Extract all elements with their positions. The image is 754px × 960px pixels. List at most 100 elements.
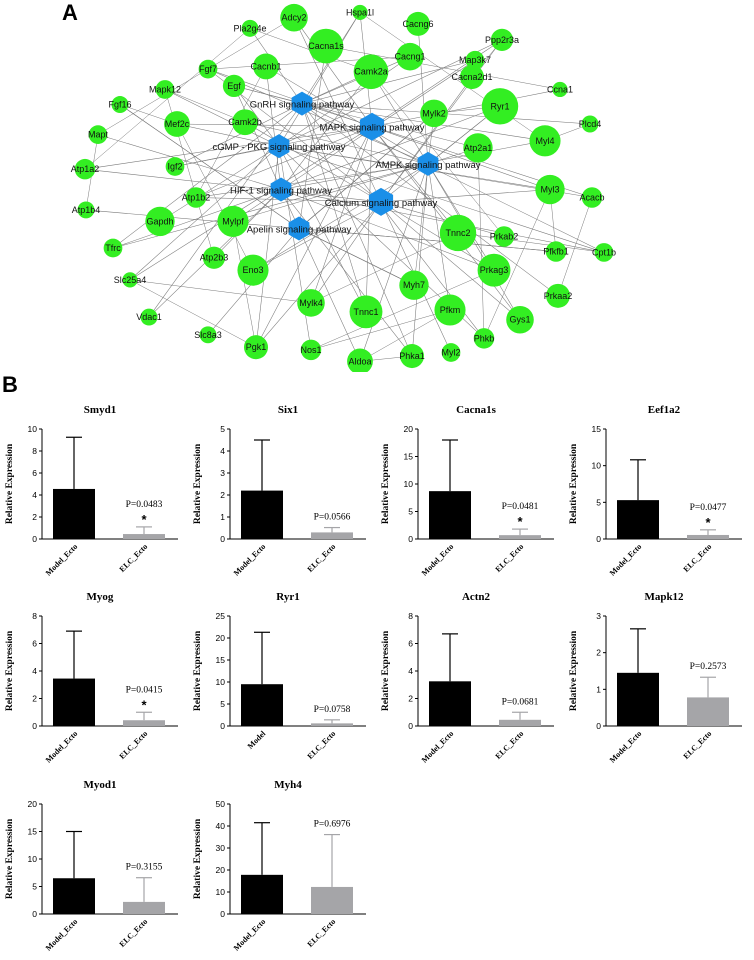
gene-node — [439, 214, 477, 252]
network-edge — [380, 189, 551, 203]
network-edge — [278, 145, 605, 253]
y-tick-label: 4 — [32, 490, 37, 500]
network-edge — [380, 201, 505, 237]
y-tick-label: 5 — [32, 882, 37, 892]
pathway-node — [368, 187, 394, 216]
network-edge — [265, 66, 282, 190]
network-edge — [413, 113, 435, 286]
y-tick-label: 15 — [28, 827, 38, 837]
gene-node — [140, 308, 158, 326]
bar — [241, 684, 283, 726]
gene-label: Camk2a — [354, 67, 388, 77]
gene-node — [353, 54, 389, 90]
chart-title: Smyd1 — [84, 404, 116, 416]
gene-label: Tfrc — [105, 243, 121, 253]
gene-node — [111, 96, 129, 113]
gene-label: Eno3 — [242, 265, 263, 275]
network-edge — [164, 89, 280, 147]
network-edge — [97, 134, 282, 190]
gene-node — [198, 59, 218, 79]
y-tick-label: 5 — [408, 507, 413, 517]
y-axis-label: Relative Expression — [381, 443, 391, 524]
bar — [311, 532, 353, 539]
y-tick-label: 0 — [408, 721, 413, 731]
chart-title: Cacna1s — [456, 404, 496, 416]
gene-node — [399, 344, 425, 369]
y-tick-label: 2 — [32, 694, 37, 704]
y-tick-label: 10 — [28, 854, 38, 864]
network-edge — [252, 201, 382, 271]
gene-label: Aldoa — [348, 356, 371, 366]
gene-label: Tnnc1 — [353, 307, 378, 317]
network-edge — [129, 145, 280, 281]
gene-label: Mef2c — [165, 119, 190, 129]
gene-label: Cacng6 — [402, 19, 433, 29]
network-edge — [310, 201, 382, 304]
gene-label: Atp2b3 — [200, 253, 229, 263]
gene-label: Atp1b2 — [182, 193, 211, 203]
network-edge — [233, 85, 280, 147]
network-edge — [176, 123, 373, 127]
network-edge — [278, 39, 503, 147]
p-value-label: P=0.0481 — [502, 502, 539, 512]
network-edge — [380, 76, 473, 203]
bar — [241, 490, 283, 539]
network-edge — [310, 269, 495, 351]
gene-label: Camk2b — [228, 117, 262, 127]
network-edge — [427, 163, 451, 311]
gene-node — [545, 283, 571, 308]
gene-label: Tnnc2 — [445, 228, 470, 238]
network-edge — [278, 12, 361, 147]
gene-label: Slc25a4 — [114, 275, 147, 285]
bar — [687, 697, 729, 726]
category-label: Model_Ecto — [232, 917, 268, 953]
gene-node — [405, 11, 431, 36]
gene-node — [506, 305, 534, 334]
bar — [311, 723, 353, 726]
y-tick-label: 10 — [216, 677, 226, 687]
gene-node — [202, 246, 226, 269]
bar — [53, 488, 95, 539]
network-edge — [371, 89, 561, 127]
gene-label: Cacna1s — [308, 41, 344, 51]
gene-node — [581, 187, 603, 208]
gene-label: Slc8a3 — [194, 330, 222, 340]
gene-label: Myh7 — [403, 280, 425, 290]
bar — [499, 535, 541, 539]
gene-label: Gys1 — [509, 315, 530, 325]
y-tick-label: 4 — [220, 446, 225, 456]
pathway-label: MAPK signaling pathway — [319, 123, 424, 134]
bar — [687, 534, 729, 539]
network-edge — [371, 126, 551, 190]
network-edge — [280, 189, 361, 362]
gene-node — [237, 254, 269, 286]
network-edge — [195, 126, 373, 198]
gene-node — [434, 294, 466, 326]
gene-label: Cacnb1 — [250, 61, 281, 71]
p-value-label: P=0.0566 — [314, 513, 351, 523]
gene-label: Pfkm — [440, 305, 461, 315]
gene-node — [300, 339, 322, 361]
gene-node — [552, 81, 568, 98]
chart-title: Six1 — [278, 404, 298, 416]
gene-label: Atp1b4 — [72, 205, 101, 215]
network-edge — [85, 209, 300, 229]
gene-label: Adcy2 — [281, 13, 306, 23]
gene-node — [459, 65, 485, 90]
gene-label: Hspa1l — [346, 7, 374, 17]
network-edge — [176, 123, 254, 271]
y-tick-label: 0 — [32, 721, 37, 731]
gene-label: Vdac1 — [136, 312, 162, 322]
gene-node — [463, 133, 493, 163]
y-tick-label: 0 — [596, 721, 601, 731]
gene-label: Pla2g4e — [233, 23, 266, 33]
network-edge — [244, 121, 429, 165]
p-value-label: P=0.0415 — [126, 685, 163, 695]
network-edge — [310, 232, 459, 304]
